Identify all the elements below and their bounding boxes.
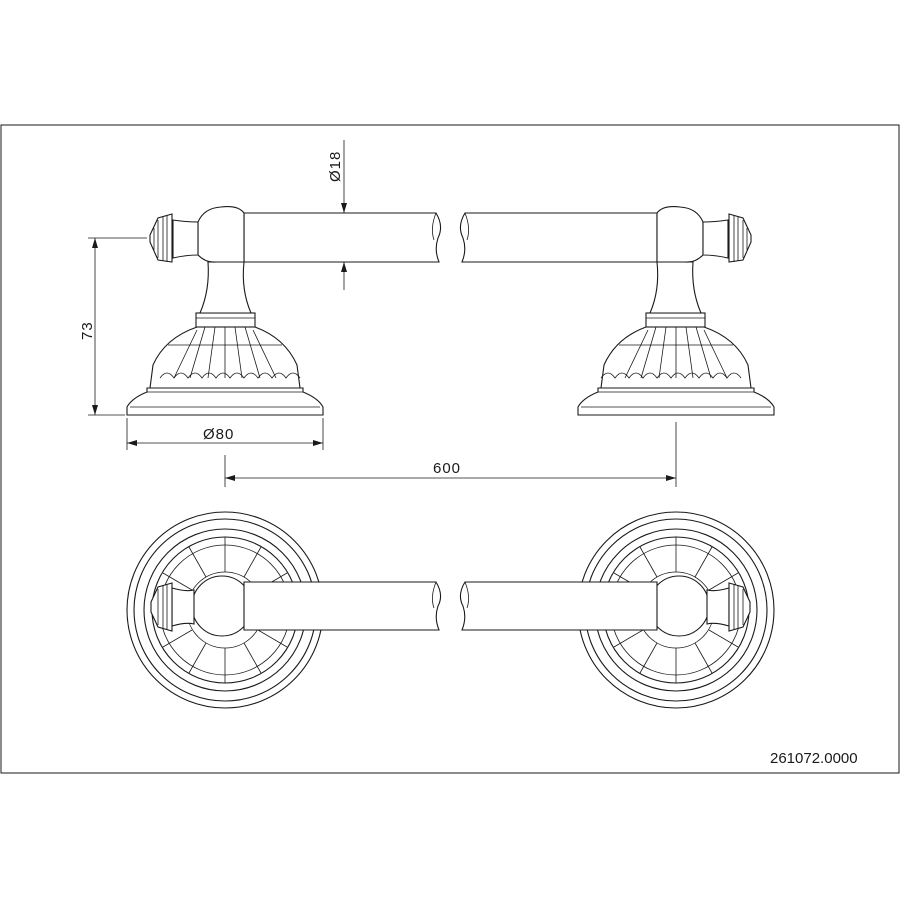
center-distance-dimension: 600 — [224, 422, 677, 487]
height-label: 73 — [79, 321, 96, 340]
left-bracket-side-view — [126, 206, 442, 416]
left-bracket-top-view — [126, 511, 442, 709]
height-dimension: 73 — [79, 237, 147, 416]
base-diameter-label: Ø80 — [203, 426, 234, 443]
tube-diameter-label: Ø18 — [327, 151, 344, 182]
drawing-frame — [0, 124, 900, 774]
tube-diameter-dimension: Ø18 — [327, 140, 347, 290]
part-number: 261072.0000 — [770, 750, 858, 767]
base-diameter-dimension: Ø80 — [126, 418, 324, 450]
right-bracket-top-view — [459, 511, 775, 709]
right-bracket-side-view — [459, 206, 775, 416]
center-distance-label: 600 — [433, 460, 461, 477]
